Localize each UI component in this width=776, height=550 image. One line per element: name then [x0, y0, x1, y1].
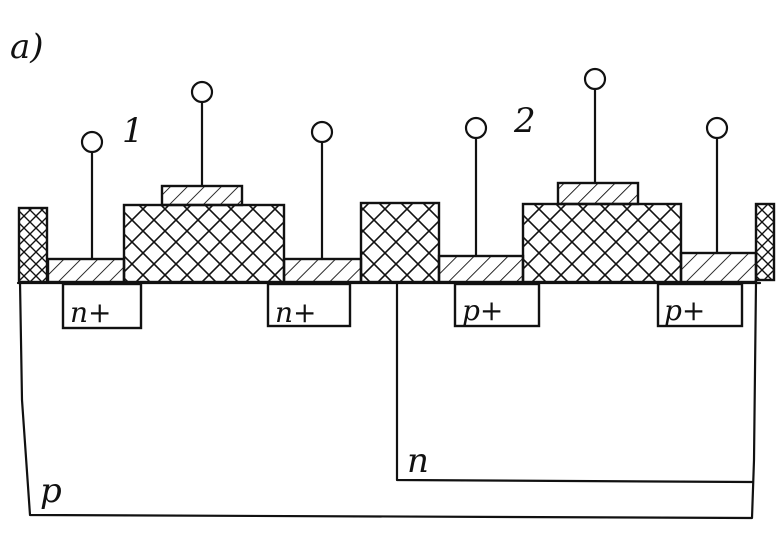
p-plus-region-left: [453, 282, 541, 328]
source-contact-2: [437, 254, 525, 284]
transistor-2-label: 2: [513, 101, 536, 141]
field-oxide-left-edge: [17, 206, 49, 284]
p-substrate-label: p: [40, 471, 62, 511]
n-well-outline: [395, 281, 754, 484]
p-plus-label-left: p+: [462, 294, 503, 327]
n-plus-label-right: n+: [275, 296, 317, 329]
field-oxide-isolation: [359, 201, 441, 284]
n-well-label: n: [407, 441, 429, 481]
gate-contact-1: [160, 184, 244, 207]
gate-oxide-transistor-1: [122, 203, 286, 284]
gate-oxide-transistor-2: [521, 202, 683, 284]
p-substrate-outline: [18, 280, 758, 520]
drain-contact-2: [679, 251, 758, 284]
p-plus-region-right: [656, 282, 744, 328]
transistor-1-label: 1: [122, 111, 144, 151]
figure-label: a): [10, 27, 44, 67]
terminal-leads: [80, 67, 729, 261]
n-plus-region-left: [61, 282, 143, 330]
gate-contact-2: [556, 181, 640, 206]
p-plus-label-right: p+: [664, 294, 705, 327]
field-oxide-right-edge: [754, 202, 776, 282]
drain-contact-1: [282, 257, 363, 284]
n-plus-label-left: n+: [70, 296, 112, 329]
n-plus-region-right: [266, 282, 352, 328]
source-contact-1: [46, 257, 126, 284]
